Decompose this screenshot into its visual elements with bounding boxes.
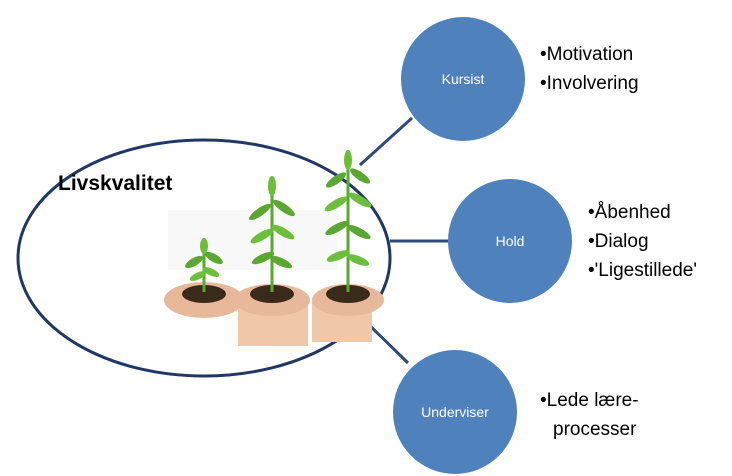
- bullet-item: •Lede lære-: [540, 390, 639, 411]
- bullet-item: •Dialog: [588, 231, 649, 252]
- bullet-item: •Åbenhed: [588, 202, 671, 223]
- underviser-label: Underviser: [421, 404, 489, 420]
- bullet-item: •'Ligestillede': [588, 260, 697, 281]
- bullet-item: •Motivation: [540, 44, 634, 65]
- plant-in-hands-large-image: [312, 150, 384, 342]
- hold-circle: [448, 179, 572, 303]
- hold-label: Hold: [495, 233, 525, 249]
- plant-in-hands-small-image: [164, 238, 244, 318]
- kursist-label: Kursist: [441, 71, 485, 87]
- connector-kursist: [358, 116, 414, 167]
- underviser-circle: [393, 350, 517, 474]
- main-title: Livskvalitet: [58, 172, 173, 195]
- bullet-item: •Involvering: [540, 73, 639, 94]
- bullet-item-continuation: processer: [553, 419, 637, 440]
- plant-in-hands-medium-image: [234, 176, 310, 346]
- plant-images: [164, 150, 384, 346]
- kursist-circle: [401, 17, 525, 141]
- underviser-bullets: •Lede lære- processer: [540, 386, 639, 444]
- hold-bullets: •Åbenhed •Dialog •'Ligestillede': [588, 198, 697, 285]
- kursist-bullets: •Motivation •Involvering: [540, 40, 639, 98]
